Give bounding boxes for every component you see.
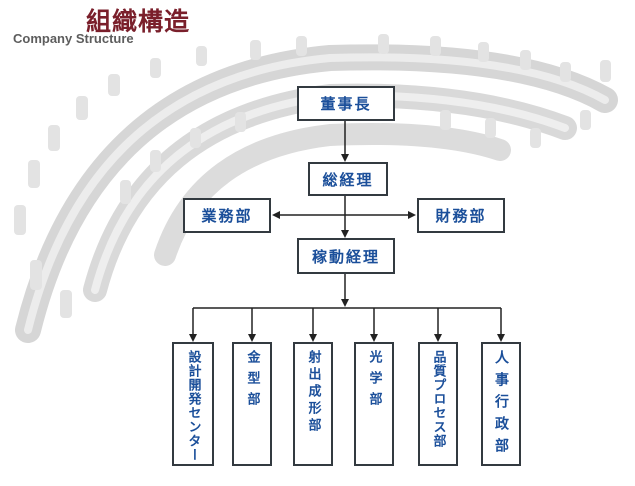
department-box-optics: 光学部 (354, 342, 394, 466)
chairman-box: 董事長 (297, 86, 395, 121)
operations-manager-box: 稼動経理 (297, 238, 395, 274)
general-manager-box: 総経理 (308, 162, 388, 196)
department-label: 設計開発センター (185, 350, 201, 462)
department-box-hr: 人事行政部 (481, 342, 521, 466)
page-title: 組織構造 (86, 7, 191, 36)
page-subtitle: Company Structure (13, 31, 134, 46)
department-box-mold: 金型部 (232, 342, 272, 466)
department-label: 品質プロセス部 (430, 350, 446, 448)
department-label: 人事行政部 (493, 350, 509, 460)
department-box-injection: 射出成形部 (293, 342, 333, 466)
sales-dept-box: 業務部 (183, 198, 271, 233)
department-label: 金型部 (244, 350, 260, 413)
department-label: 射出成形部 (305, 350, 321, 435)
finance-dept-box: 財務部 (417, 198, 505, 233)
department-box-design-center: 設計開発センター (172, 342, 214, 466)
department-label: 光学部 (366, 350, 382, 413)
department-box-quality: 品質プロセス部 (418, 342, 458, 466)
